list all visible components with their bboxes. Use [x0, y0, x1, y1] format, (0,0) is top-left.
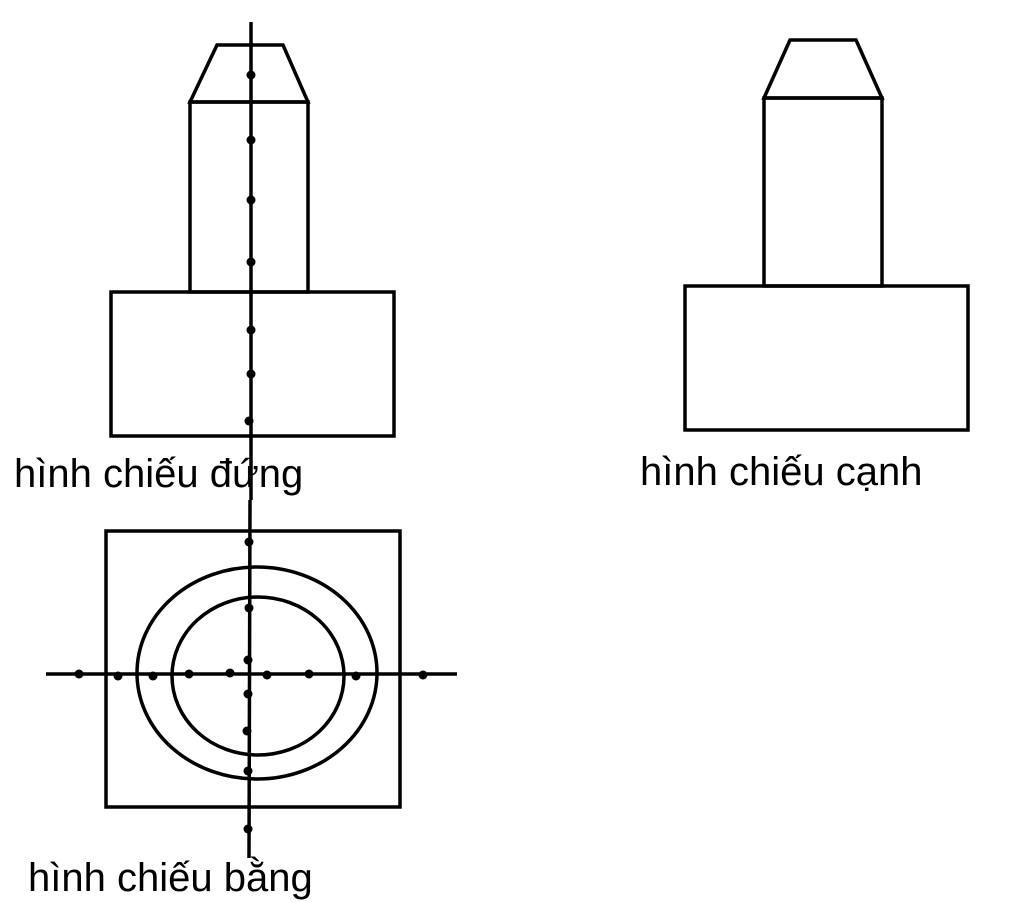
center-line-dot — [262, 670, 272, 680]
center-line-dot — [184, 669, 194, 679]
top-vertical-axis — [247, 499, 252, 859]
center-line-dot — [304, 669, 314, 679]
top-view-square — [104, 529, 402, 809]
center-line-dot — [246, 135, 256, 145]
center-line-dot — [246, 70, 256, 80]
center-line-dot — [246, 369, 256, 379]
center-line-dot — [244, 537, 254, 547]
center-line-dot — [244, 603, 254, 613]
center-lines — [46, 22, 457, 859]
center-line-dot — [242, 726, 252, 736]
center-line-dot — [351, 671, 361, 681]
center-line-dot — [243, 766, 253, 776]
center-line-dot — [113, 671, 123, 681]
center-line-dot — [246, 325, 256, 335]
center-line-dot — [246, 257, 256, 267]
side-view-chamfer — [761, 38, 885, 100]
center-line-dot — [418, 670, 428, 680]
front-view-label: hình chiếu đứng — [14, 452, 304, 496]
side-view-base — [683, 284, 970, 432]
center-line-dot — [246, 195, 256, 205]
center-line-dot — [243, 824, 253, 834]
side-view-label: hình chiếu cạnh — [640, 450, 923, 494]
center-line-dot — [243, 655, 253, 665]
center-line-dot — [243, 689, 253, 699]
top-view-label: hình chiếu bằng — [28, 856, 313, 900]
top-view-inner-circle — [170, 595, 346, 757]
center-line-dot — [74, 669, 84, 679]
top-view — [104, 529, 402, 809]
center-line-dot — [225, 668, 235, 678]
center-line-dot — [244, 416, 254, 426]
side-view — [683, 38, 970, 432]
center-line-dot — [148, 671, 158, 681]
side-view-neck — [762, 96, 884, 288]
axis-dots — [74, 70, 428, 834]
